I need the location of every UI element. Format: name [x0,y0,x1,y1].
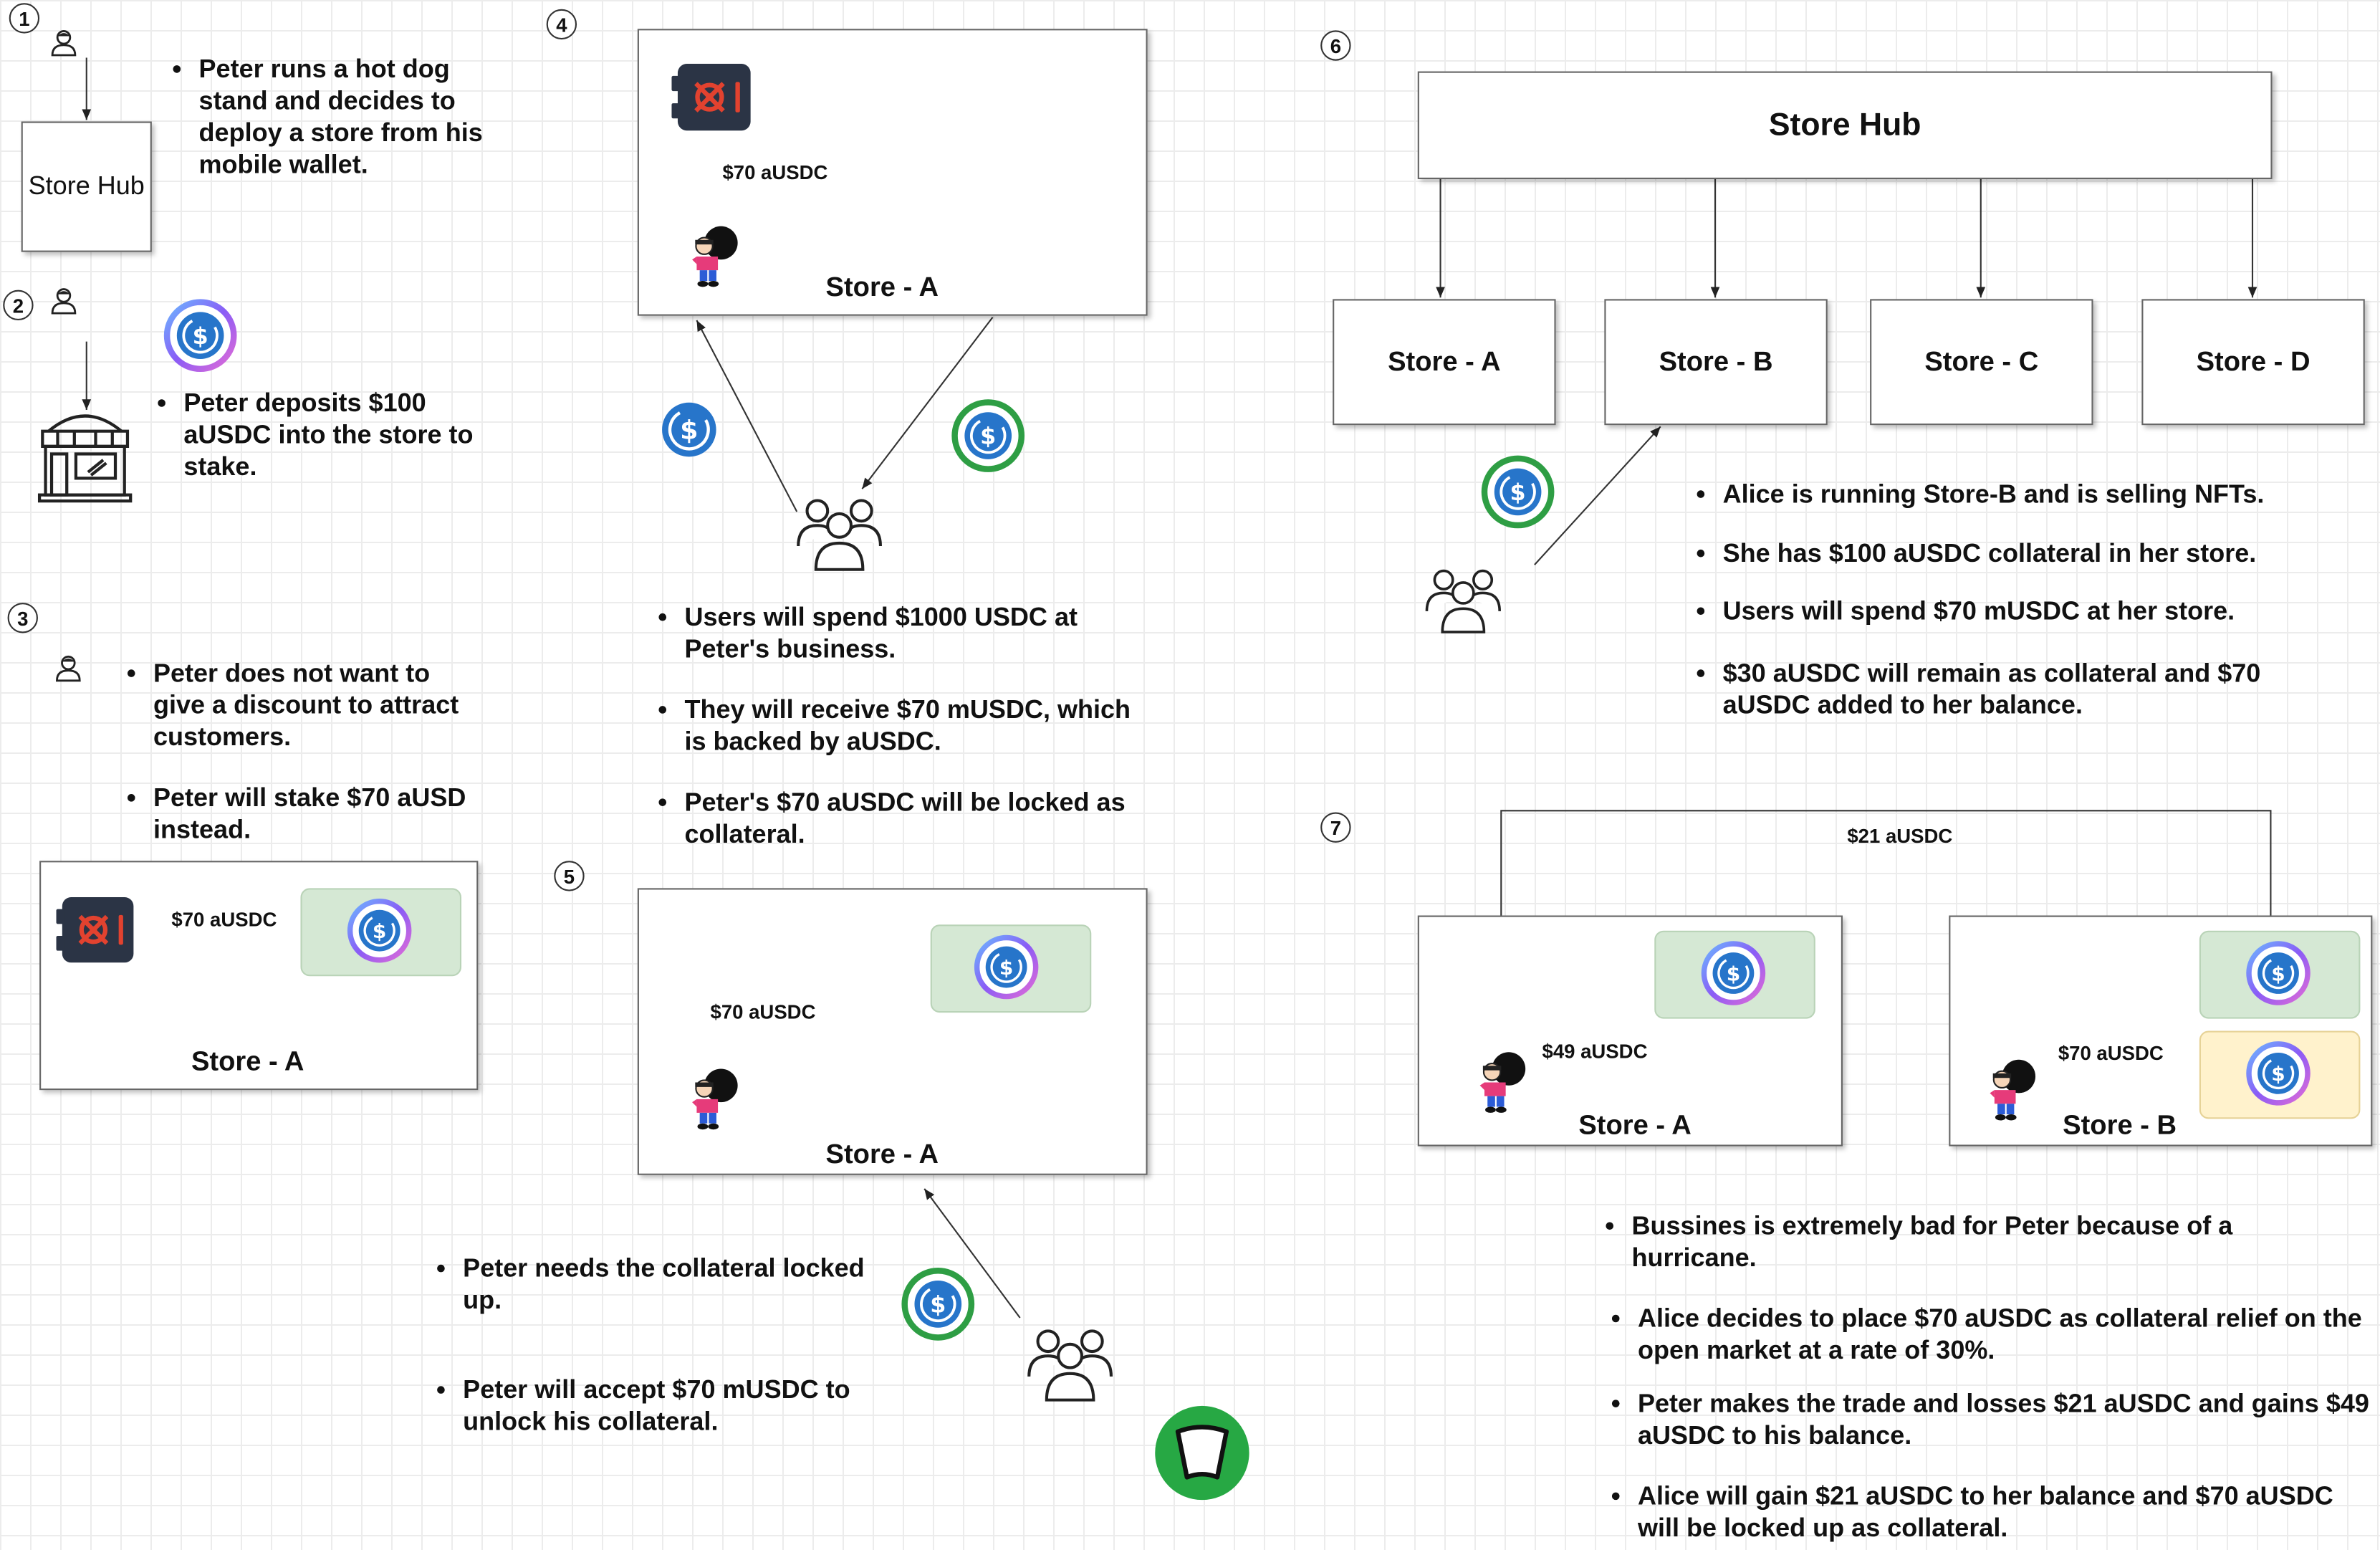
panel6-bullet: Users will spend $70 mUSDC at her store. [1723,595,2338,626]
usdc-coin-icon [656,396,725,466]
user-icon [53,653,83,683]
store-name: Store - A [1578,1109,1692,1141]
panel2-bullet: Peter deposits $100 aUSDC into the store… [183,387,509,482]
panel5-notes: Peter needs the collateral locked up. Pe… [440,1253,880,1437]
store-d-box: Store - D [2141,299,2365,426]
store-a-box: Store - A [1333,299,1556,426]
panel7-bullet: Bussines is extremely bad for Peter beca… [1631,1210,2352,1274]
usdc-coin-icon [163,297,239,373]
user-icon [49,27,79,57]
store-building-icon [37,404,134,504]
store-hub-label: Store Hub [28,171,145,201]
usdc-coin-icon [950,398,1026,474]
usdc-coin-icon [2245,939,2311,1006]
panel7-bullet: Alice will gain $21 aUSDC to her balance… [1638,1480,2374,1544]
panel6-bullet: Alice is running Store-B and is selling … [1723,478,2338,510]
step-badge-4: 4 [546,9,577,40]
panel3-bullet: Peter will stake $70 aUSD instead. [153,782,479,846]
panel3-bullet: Peter does not want to give a discount t… [153,657,479,752]
collateral-label: $70 aUSDC [710,1000,816,1023]
usdc-coin-icon [973,934,1040,1000]
usdc-coin-icon [1700,939,1767,1006]
hiker-person-icon [684,1066,739,1132]
step-badge-2: 2 [3,290,34,321]
panel6-notes: Alice is running Store-B and is selling … [1700,478,2338,721]
panel5-bullet: Peter will accept $70 mUSDC to unlock hi… [463,1374,880,1437]
store-name: Store - D [2196,346,2311,377]
store-name: Store - A [825,272,939,302]
hiker-person-icon [1472,1049,1527,1116]
panel4-bullet: Peter's $70 aUSDC will be locked as coll… [684,786,1132,850]
panel4-bullet: Users will spend $1000 USDC at Peter's b… [684,601,1132,665]
panel4-bullet: They will receive $70 mUSDC, which is ba… [684,694,1132,757]
panel7-notes: Alice decides to place $70 aUSDC as coll… [1615,1303,2374,1544]
store-hub-box: Store Hub [1417,71,2273,179]
hiker-person-icon [1982,1057,2037,1124]
balance-label: $49 aUSDC [1542,1040,1648,1063]
collateral-label: $70 aUSDC [722,161,828,184]
store-name: Store - C [1924,346,2039,377]
usdc-coin-icon [900,1266,976,1342]
panel7-bullet: Alice decides to place $70 aUSDC as coll… [1638,1303,2374,1367]
store-b-box: Store - B [1604,299,1828,426]
step-badge-5: 5 [554,861,585,891]
panel5-bullet: Peter needs the collateral locked up. [463,1253,880,1316]
hiker-person-icon [684,223,739,290]
store-name: Store - A [825,1138,939,1169]
store-hub-label: Store Hub [1768,107,1921,143]
step-badge-1: 1 [9,3,40,34]
transfer-label: $21 aUSDC [1847,824,1953,848]
collateral-label: $70 aUSDC [2058,1041,2164,1065]
panel7-notes: Bussines is extremely bad for Peter beca… [1609,1210,2353,1274]
panel3-notes: Peter does not want to give a discount t… [130,657,479,846]
store-name: Store - A [1388,346,1501,377]
panel2-notes: Peter deposits $100 aUSDC into the store… [161,387,510,482]
step-badge-6: 6 [1320,30,1351,61]
green-badge-icon [1153,1405,1251,1502]
usdc-coin-icon [346,897,413,964]
store-name: Store - B [2063,1109,2177,1141]
user-group-icon [1424,562,1502,635]
store-name: Store - A [191,1046,304,1077]
panel1-notes: Peter runs a hot dog stand and decides t… [176,53,495,181]
panel7-bullet: Peter makes the trade and losses $21 aUS… [1638,1387,2374,1451]
panel6-bullet: $30 aUSDC will remain as collateral and … [1723,657,2338,721]
collateral-label: $70 aUSDC [171,907,277,931]
panel4-notes: Users will spend $1000 USDC at Peter's b… [662,601,1133,850]
user-group-icon [1026,1319,1114,1405]
panel1-bullet: Peter runs a hot dog stand and decides t… [199,53,495,181]
step-badge-7: 7 [1320,812,1351,843]
user-icon [49,285,79,315]
usdc-coin-icon [1480,454,1556,530]
store-c-box: Store - C [1870,299,2093,426]
safe-vault-icon [56,894,136,966]
user-group-icon [795,489,883,574]
usdc-coin-icon [2245,1040,2311,1106]
step-badge-3: 3 [7,603,38,633]
store-name: Store - B [1659,346,1773,377]
safe-vault-icon [671,61,754,134]
panel6-bullet: She has $100 aUSDC collateral in her sto… [1723,537,2338,569]
store-hub-box: Store Hub [21,121,152,252]
